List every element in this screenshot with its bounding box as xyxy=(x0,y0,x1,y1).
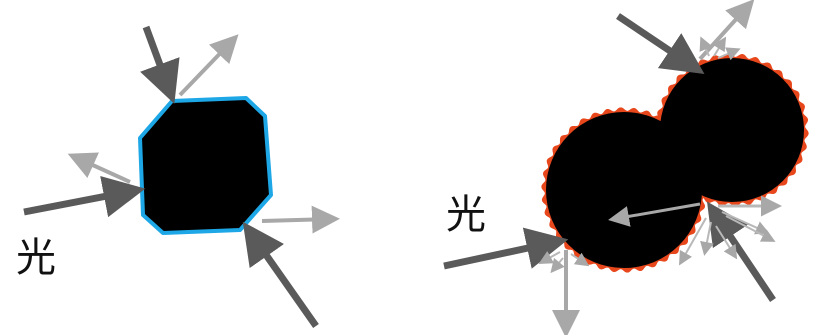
incident-arrow-left xyxy=(23,175,146,218)
scattered-arrow-br-2 xyxy=(721,211,770,235)
sphere-lower-left xyxy=(546,112,702,268)
scattered-arrow-top-1 xyxy=(699,36,713,57)
scattered-arrow-br-6 xyxy=(715,225,738,260)
light-label-left: 光 xyxy=(16,235,56,281)
incident-arrow-bottom-right xyxy=(706,201,776,302)
scattered-arrow-bl-1 xyxy=(538,251,561,264)
scattered-arrow-br-5 xyxy=(700,221,714,256)
left-panel: 光 xyxy=(16,25,340,329)
scattered-arrow-bl-3 xyxy=(550,257,565,274)
scattered-arrow-top-3 xyxy=(717,47,741,61)
scattered-arrow-bl-2 xyxy=(570,252,590,267)
incident-arrow-top xyxy=(140,25,180,104)
scattered-arrow-br-4 xyxy=(679,217,707,266)
octagonal-particle xyxy=(138,96,273,235)
light-label-right: 光 xyxy=(446,192,486,238)
incident-arrow-left xyxy=(443,227,569,270)
incident-arrow-bottom-right xyxy=(242,221,319,329)
internal-refracted-arrow xyxy=(608,202,701,227)
reflected-arrow-top xyxy=(178,34,239,97)
scattered-arrow-br-3 xyxy=(725,215,776,242)
scattered-arrow-top-2 xyxy=(712,36,727,57)
reflected-arrow-left xyxy=(67,152,131,184)
incident-arrow-top xyxy=(616,13,705,75)
rough-aggregate-particle xyxy=(541,53,809,273)
right-panel: 光 xyxy=(443,0,809,335)
reflected-arrow-right xyxy=(261,205,340,234)
